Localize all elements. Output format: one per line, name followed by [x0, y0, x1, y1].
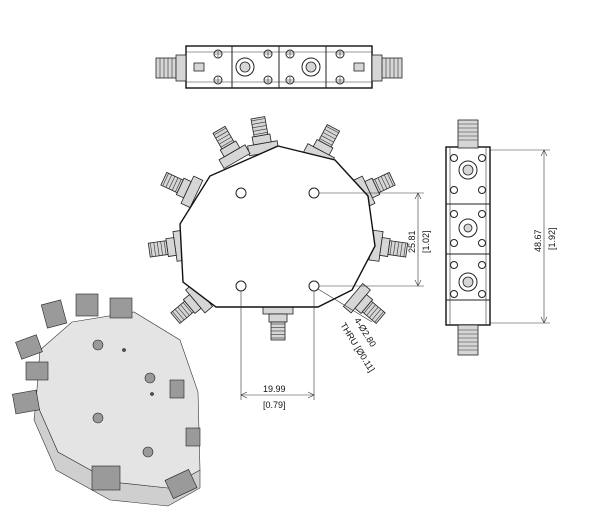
- sma-connector-icon: [262, 303, 294, 341]
- top-connector-face-icon: [235, 57, 321, 77]
- side-bottom-connector-icon: [457, 324, 479, 356]
- side-view: 48.67 [1.92]: [445, 119, 557, 356]
- sma-connector-icon: [368, 229, 409, 262]
- dim-vertical-mm: 25.81: [407, 230, 417, 253]
- sma-connector-icon: [160, 171, 204, 209]
- isometric-view: [12, 293, 201, 507]
- sma-connector-icon: [342, 282, 386, 325]
- top-view: [155, 45, 403, 89]
- dim-overall-in: [1.92]: [547, 227, 557, 250]
- sma-connector-icon: [170, 282, 214, 325]
- mounting-hole: [235, 187, 247, 199]
- iso-connector-icon: [12, 293, 201, 499]
- screw-icon: [213, 49, 345, 85]
- radial-connectors: [147, 116, 409, 341]
- dim-vertical-in: [1.02]: [421, 230, 431, 253]
- front-view: 25.81 [1.02] 19.99 [0.79] 4-Ø2.80 THRU […: [147, 116, 431, 410]
- decagon-body: [179, 145, 376, 308]
- dim-horizontal-mm: 19.99: [263, 384, 286, 394]
- dim-overall-mm: 48.67: [533, 229, 543, 252]
- screw-icon: [450, 154, 486, 298]
- sma-connector-icon: [212, 125, 251, 170]
- sma-connector-icon: [247, 116, 280, 157]
- dim-horizontal-in: [0.79]: [263, 400, 286, 410]
- connector-right-icon: [371, 54, 403, 82]
- side-top-connector-icon: [457, 119, 479, 149]
- connector-left-icon: [155, 54, 187, 82]
